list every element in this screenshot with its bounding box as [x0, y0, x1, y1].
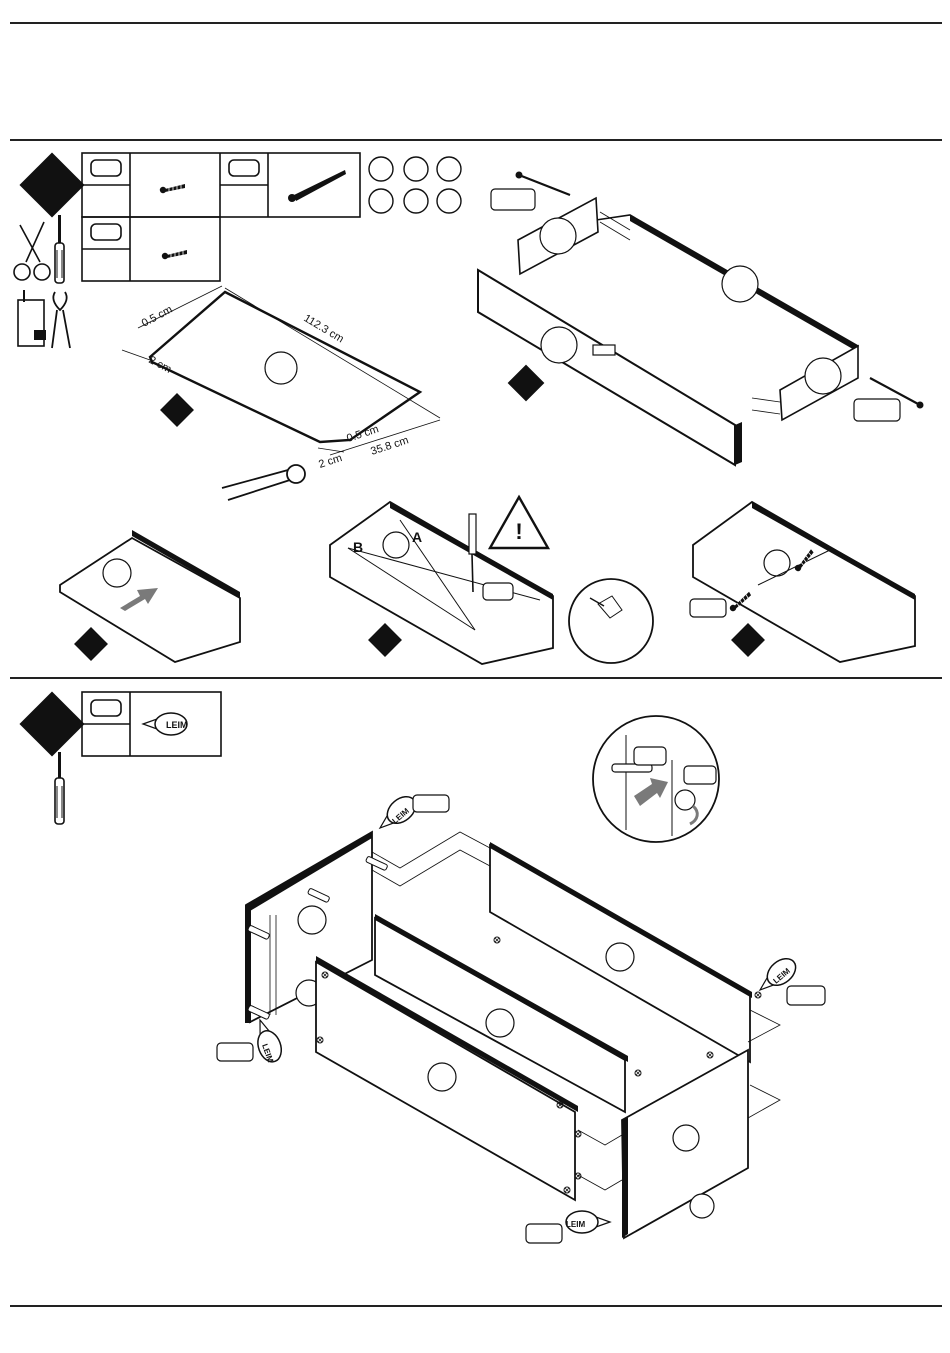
screw-middle-view	[690, 502, 915, 662]
long-screw-icon	[288, 170, 346, 202]
tape-measure-icon	[18, 290, 46, 346]
back-panel-cut-diagram: 0.5 cm 112.3 cm 2 cm 0.5 cm 35.8 cm 2 cm	[122, 286, 440, 471]
pliers-icon	[222, 465, 305, 500]
sub-step-marker	[160, 393, 194, 427]
sub-step-marker	[74, 627, 108, 661]
pliers-icon	[52, 292, 70, 348]
parts-table	[82, 153, 360, 281]
dim-width: 35.8 cm	[369, 434, 410, 458]
svg-text:B: B	[353, 539, 363, 555]
part-number-circles	[369, 157, 461, 213]
scissors-icon	[14, 222, 50, 280]
dowel-insert-detail	[593, 716, 719, 842]
glue-bottle-icon: LEIM	[526, 1211, 610, 1243]
sub-step-marker	[731, 623, 765, 657]
glue-bottle-icon: LEIM	[753, 953, 825, 1005]
step-2-marker	[19, 691, 84, 756]
svg-text:LEIM: LEIM	[566, 1220, 585, 1229]
sub-step-marker	[368, 623, 402, 657]
dim-bevel-bottom: 2 cm	[317, 452, 343, 471]
screwdriver-icon	[55, 752, 64, 824]
dowel-icon: LEIM	[143, 713, 188, 735]
dim-thickness-top: 0.5 cm	[140, 304, 175, 330]
glue-bottle-icon: LEIM	[217, 1016, 285, 1065]
nail-detail-view	[569, 579, 653, 663]
warning-symbol: !	[509, 519, 529, 545]
drawer-assembly	[478, 172, 924, 466]
svg-text:A: A	[412, 529, 422, 545]
small-screw-icon	[162, 250, 187, 259]
sub-step-marker	[508, 365, 545, 402]
glue-bottle-icon: LEIM	[373, 791, 449, 836]
screw-icon	[160, 184, 185, 193]
carcass-exploded-view	[245, 832, 780, 1238]
step-1-marker	[19, 152, 84, 217]
svg-text:LEIM: LEIM	[166, 720, 188, 730]
screwdriver-icon	[55, 215, 64, 283]
